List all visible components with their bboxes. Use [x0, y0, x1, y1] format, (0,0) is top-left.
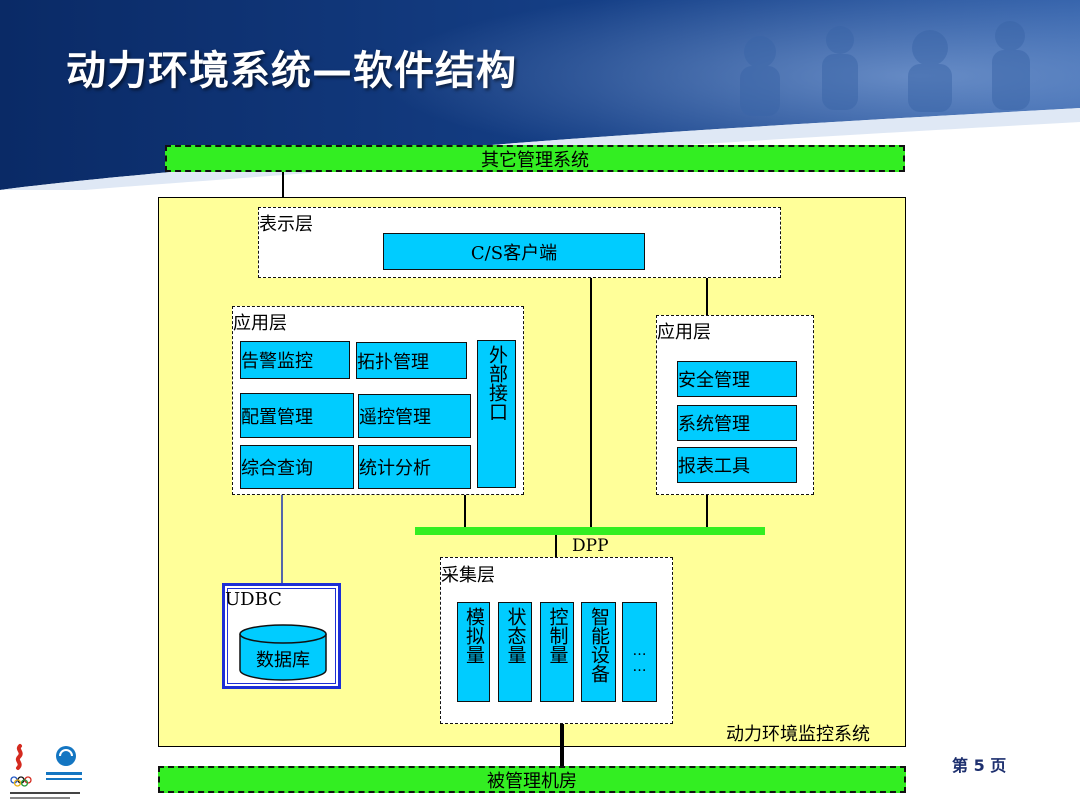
collection-column-label: 控制量	[546, 607, 569, 664]
main-system-label: 动力环境监控系统	[726, 724, 870, 745]
module-query: 综合查询	[240, 445, 354, 489]
module-config: 配置管理	[240, 393, 354, 438]
collection-smart-device: 智能设备	[581, 602, 616, 702]
connector-app-left-bus	[464, 495, 466, 527]
collection-column-label: 模拟量	[463, 607, 485, 664]
app-layer-left-label: 应用层	[233, 313, 287, 334]
module-label: 系统管理	[678, 414, 750, 435]
connector-top-bar	[282, 172, 284, 198]
footer-logos-icon	[10, 744, 82, 799]
database-label: 数据库	[256, 650, 310, 671]
collection-more: ……	[622, 602, 657, 702]
collection-analog: 模拟量	[457, 602, 490, 702]
slide-title: 动力环境系统—软件结构	[66, 48, 517, 94]
module-remote-control: 遥控管理	[358, 394, 471, 438]
connector-bus-collection	[555, 535, 557, 557]
connector-app-right-bus	[706, 495, 708, 527]
collection-column-label: 智能设备	[588, 607, 610, 683]
module-report-tool: 报表工具	[677, 447, 797, 483]
module-label: 统计分析	[359, 458, 431, 479]
module-topology: 拓扑管理	[356, 342, 467, 379]
connector-presentation-bus	[590, 278, 592, 527]
dpp-bus	[415, 527, 765, 535]
collection-column-label: 状态量	[504, 607, 527, 664]
bottom-system-label: 被管理机房	[487, 770, 577, 792]
module-label: 告警监控	[241, 351, 313, 372]
module-label: 拓扑管理	[357, 351, 429, 373]
module-statistics: 统计分析	[358, 445, 471, 489]
external-interface-label: 外部接口	[486, 345, 508, 421]
dpp-label: DPP	[572, 536, 609, 556]
cs-client-label: C/S客户端	[470, 242, 558, 264]
module-alarm-monitor: 告警监控	[240, 341, 350, 379]
module-label: 配置管理	[241, 406, 313, 428]
udbc-label: UDBC	[225, 589, 282, 610]
module-system-mgmt: 系统管理	[677, 405, 797, 441]
presentation-layer-label: 表示层	[259, 214, 313, 235]
connector-presentation-app-right	[706, 278, 708, 315]
collection-status: 状态量	[498, 602, 532, 702]
collection-control: 控制量	[540, 602, 574, 702]
module-label: 安全管理	[678, 370, 750, 391]
header-background	[0, 0, 1080, 190]
module-label: 遥控管理	[359, 407, 431, 428]
connector-collection-bottom	[560, 724, 564, 767]
module-security: 安全管理	[677, 361, 797, 397]
module-label: 综合查询	[241, 458, 313, 479]
collection-column-label: ……	[631, 643, 648, 675]
external-interface-box: 外部接口	[477, 340, 516, 488]
database-cylinder-icon	[239, 624, 327, 681]
slide-header: 动力环境系统—软件结构	[0, 0, 1080, 190]
top-system-bar: 其它管理系统	[165, 145, 905, 172]
connector-app-database	[281, 495, 283, 583]
module-label: 报表工具	[678, 456, 750, 477]
collection-layer-label: 采集层	[441, 565, 495, 586]
page-number: 第 5 页	[952, 756, 1007, 775]
app-layer-right-label: 应用层	[657, 322, 711, 343]
bottom-system-bar: 被管理机房	[158, 766, 906, 793]
top-system-label: 其它管理系统	[481, 149, 589, 171]
cs-client-box: C/S客户端	[383, 233, 645, 270]
